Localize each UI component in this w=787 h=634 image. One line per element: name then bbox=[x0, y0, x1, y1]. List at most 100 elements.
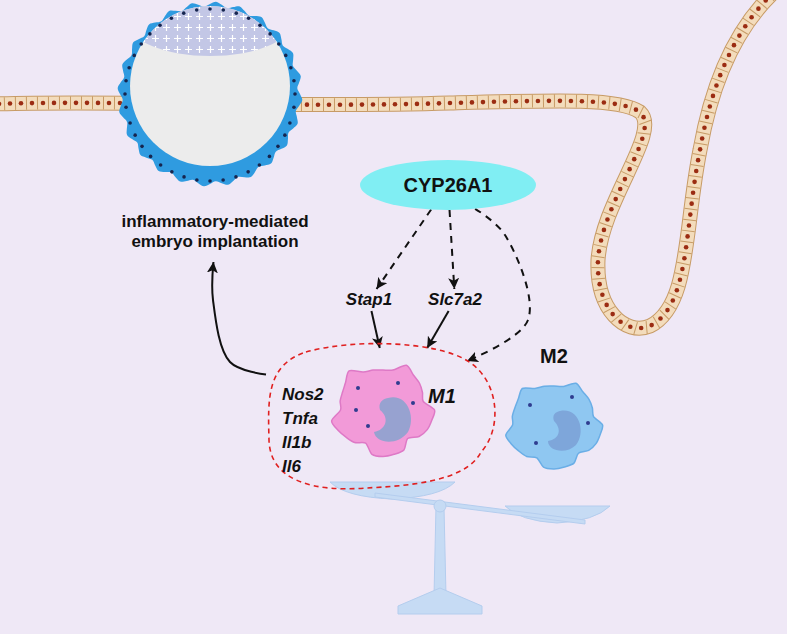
cell-nucleus bbox=[426, 101, 431, 106]
granule bbox=[366, 424, 370, 428]
cell-wall bbox=[634, 322, 638, 334]
cell-wall bbox=[731, 37, 742, 43]
cell-nucleus bbox=[743, 24, 748, 29]
cell-nucleus bbox=[338, 102, 343, 107]
cell-nucleus bbox=[694, 169, 699, 174]
cell-nucleus bbox=[591, 99, 596, 104]
dashed-outline bbox=[269, 344, 495, 489]
cell-wall bbox=[598, 96, 600, 109]
trophoblast-nucleus bbox=[292, 105, 296, 109]
cell-wall bbox=[619, 98, 621, 111]
cell-wall bbox=[114, 96, 115, 109]
trophoblast-nucleus bbox=[277, 42, 281, 46]
cell-wall bbox=[683, 219, 696, 221]
cell-nucleus bbox=[19, 101, 24, 106]
cell-nucleus bbox=[492, 100, 497, 105]
connector-arrow bbox=[377, 210, 432, 289]
cell-nucleus bbox=[316, 102, 321, 107]
cell-wall bbox=[422, 97, 423, 110]
m1-region-text: Tnfa bbox=[282, 407, 342, 431]
cell-wall bbox=[693, 154, 706, 156]
trophoblast-nucleus bbox=[133, 133, 137, 137]
cell-wall bbox=[712, 78, 724, 82]
cell-nucleus bbox=[558, 99, 563, 104]
cell-nucleus bbox=[548, 411, 581, 451]
connector-arrow bbox=[212, 262, 266, 375]
cell-nucleus bbox=[602, 100, 607, 105]
cell-nucleus bbox=[711, 94, 716, 99]
cell-wall bbox=[737, 28, 748, 35]
cell-wall bbox=[70, 96, 71, 109]
cell-nucleus bbox=[327, 102, 332, 107]
gene-ellipse: CYP26A1 bbox=[360, 160, 536, 210]
cell-nucleus bbox=[360, 102, 365, 107]
granule bbox=[411, 401, 415, 405]
m2-macrophage: M2 bbox=[500, 345, 608, 473]
cell-wall bbox=[444, 97, 445, 110]
cell-nucleus bbox=[698, 147, 703, 152]
cell-nucleus bbox=[627, 167, 632, 172]
scale-beam bbox=[375, 493, 585, 524]
cell-nucleus bbox=[514, 99, 519, 104]
trophoblast-nucleus bbox=[195, 8, 199, 12]
cell-wall bbox=[499, 95, 500, 108]
cell-wall bbox=[455, 96, 456, 109]
cell-wall bbox=[532, 95, 533, 108]
cell-nucleus bbox=[705, 115, 710, 120]
cell-wall bbox=[675, 273, 688, 276]
cell-nucleus bbox=[687, 223, 692, 228]
cell-wall bbox=[312, 98, 313, 111]
granule bbox=[586, 421, 590, 425]
trophoblast-nucleus bbox=[283, 133, 287, 137]
cell-nucleus bbox=[305, 102, 310, 107]
cell-wall bbox=[621, 171, 633, 177]
cell-nucleus bbox=[700, 136, 705, 141]
trophoblast-nucleus bbox=[149, 155, 153, 159]
cell-wall bbox=[510, 95, 511, 108]
cell-nucleus bbox=[639, 326, 644, 331]
cell-nucleus bbox=[658, 316, 663, 321]
cell-nucleus bbox=[107, 101, 112, 106]
cell-nucleus bbox=[481, 100, 486, 105]
cell-nucleus bbox=[569, 99, 574, 104]
cell-wall bbox=[687, 186, 700, 188]
cell-wall bbox=[591, 267, 604, 268]
cell-nucleus bbox=[609, 207, 614, 212]
cell-wall bbox=[699, 121, 712, 124]
cell-nucleus bbox=[696, 158, 701, 163]
cell-nucleus bbox=[8, 101, 13, 106]
trophoblast-nucleus bbox=[288, 121, 292, 125]
connector-arrow bbox=[467, 209, 530, 361]
scale-base bbox=[398, 588, 482, 614]
cell-nucleus bbox=[602, 228, 607, 233]
cell-nucleus bbox=[636, 147, 641, 152]
m1-region: M1Nos2TnfaIl1bIl6 bbox=[266, 340, 504, 492]
cell-nucleus bbox=[737, 33, 742, 38]
ellipse-fill bbox=[360, 160, 536, 210]
cell-nucleus bbox=[691, 190, 696, 195]
cell-nucleus bbox=[459, 100, 464, 105]
cell-nucleus bbox=[597, 249, 602, 254]
granule bbox=[356, 386, 360, 390]
trophoblast-nucleus bbox=[289, 66, 293, 70]
trophoblast-nucleus bbox=[158, 23, 162, 27]
scale-post bbox=[434, 506, 446, 596]
cell-nucleus bbox=[623, 104, 628, 109]
cell-nucleus bbox=[613, 197, 618, 202]
cell-wall bbox=[608, 201, 620, 206]
cell-nucleus bbox=[689, 201, 694, 206]
granule bbox=[528, 403, 532, 407]
cell-nucleus bbox=[702, 125, 707, 130]
epithelium-band bbox=[0, 0, 772, 328]
cell-wall bbox=[103, 96, 104, 109]
cell-wall bbox=[716, 68, 728, 73]
cell-wall bbox=[345, 98, 346, 111]
cell-nucleus bbox=[393, 102, 398, 107]
cell-nucleus bbox=[30, 101, 35, 106]
cell-wall bbox=[677, 262, 690, 265]
cell-nucleus bbox=[374, 397, 411, 441]
cell-nucleus bbox=[437, 101, 442, 106]
cell-wall bbox=[695, 143, 708, 145]
